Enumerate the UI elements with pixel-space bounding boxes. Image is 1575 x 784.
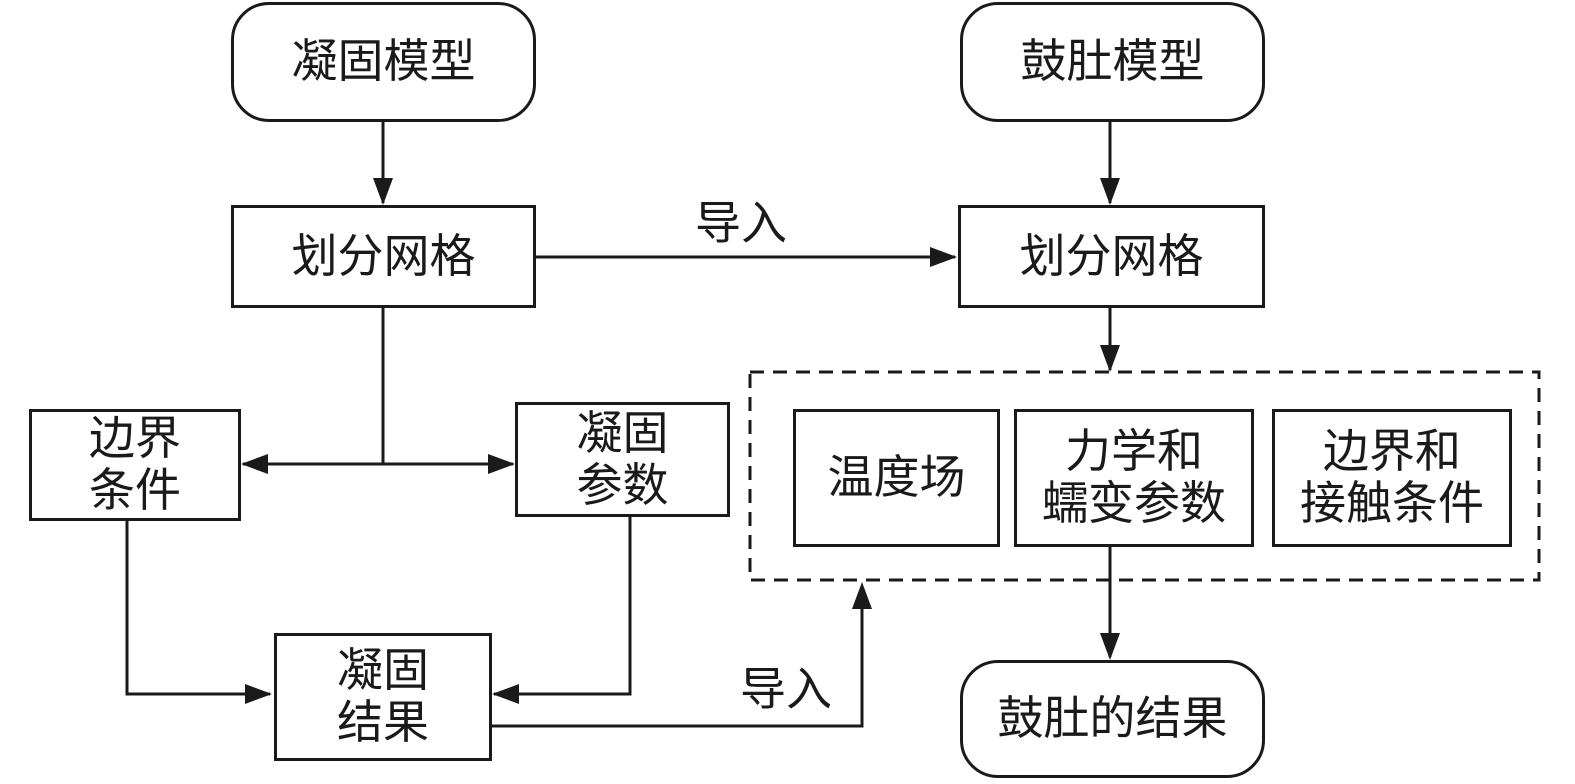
node-drum-model-label: 鼓肚模型 bbox=[1020, 34, 1205, 89]
node-solid-result-line2: 结果 bbox=[337, 695, 429, 749]
node-mesh-right: 划分网格 bbox=[958, 205, 1265, 308]
node-solid-result: 凝固 结果 bbox=[274, 633, 492, 761]
node-temperature-field: 温度场 bbox=[793, 409, 1000, 547]
arrowhead-mesh-to-group bbox=[1100, 345, 1120, 372]
arrowhead-result-import bbox=[852, 582, 872, 609]
node-boundary-contact-line1: 边界和 bbox=[1323, 424, 1461, 479]
node-boundary-contact-line2: 接触条件 bbox=[1300, 476, 1484, 530]
arrowhead-group-to-drumresult bbox=[1100, 633, 1120, 660]
arrowhead-mesh-import bbox=[930, 247, 957, 267]
node-boundary-conditions: 边界 条件 bbox=[29, 409, 241, 521]
node-boundary-line1: 边界 bbox=[89, 411, 181, 466]
edge-label-import-top: 导入 bbox=[695, 196, 787, 250]
node-drum-model: 鼓肚模型 bbox=[960, 2, 1265, 122]
node-mech-creep-line2: 蠕变参数 bbox=[1042, 476, 1226, 530]
node-mesh-left-label: 划分网格 bbox=[291, 228, 476, 283]
edge-label-import-bottom: 导入 bbox=[740, 662, 832, 716]
arrowhead-branch-to-boundary bbox=[241, 454, 268, 474]
node-mech-creep: 力学和 蠕变参数 bbox=[1014, 409, 1254, 547]
node-mesh-right-label: 划分网格 bbox=[1019, 228, 1204, 283]
arrowhead-drummodel-to-mesh bbox=[1100, 178, 1120, 205]
dashed-group-box bbox=[748, 370, 1541, 582]
arrowhead-boundary-to-result bbox=[245, 684, 272, 704]
node-solid-result-line1: 凝固 bbox=[337, 643, 429, 698]
node-boundary-line2: 条件 bbox=[89, 463, 181, 517]
node-mech-creep-line1: 力学和 bbox=[1065, 424, 1203, 479]
node-drum-result-label: 鼓肚的结果 bbox=[997, 691, 1228, 746]
node-mesh-left: 划分网格 bbox=[231, 205, 536, 308]
node-drum-result: 鼓肚的结果 bbox=[960, 660, 1265, 778]
edge-params-to-result bbox=[494, 517, 632, 696]
node-solid-params: 凝固 参数 bbox=[515, 402, 730, 517]
node-temperature-field-label: 温度场 bbox=[827, 450, 966, 505]
arrowhead-params-to-result bbox=[492, 684, 519, 704]
edge-boundary-to-result bbox=[125, 521, 270, 696]
arrowhead-solidmodel-to-mesh bbox=[373, 178, 393, 205]
node-solid-model-label: 凝固模型 bbox=[291, 34, 476, 89]
node-solid-params-line1: 凝固 bbox=[576, 405, 669, 460]
node-solid-model: 凝固模型 bbox=[231, 2, 536, 122]
node-solid-params-line2: 参数 bbox=[576, 457, 669, 512]
edge-result-import bbox=[492, 586, 864, 728]
node-boundary-contact: 边界和 接触条件 bbox=[1272, 409, 1512, 547]
arrowhead-branch-to-params bbox=[488, 454, 515, 474]
